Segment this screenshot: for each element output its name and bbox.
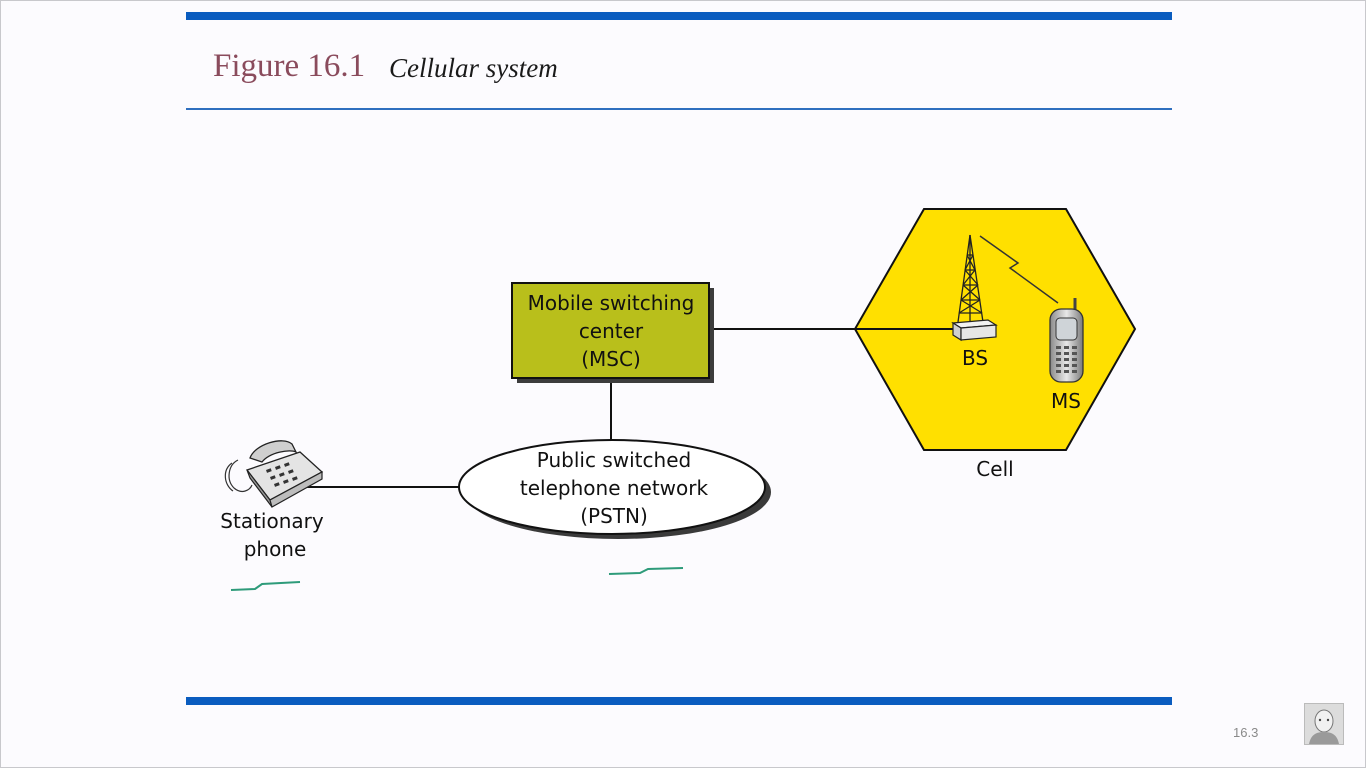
base-station-hut-icon [951, 319, 998, 342]
base-station-tower-icon [957, 234, 984, 323]
bottom-rule [186, 697, 1172, 705]
pstn-label-line1: Public switched [537, 448, 691, 472]
pstn-ellipse [458, 439, 766, 535]
pstn-label-line3: (PSTN) [580, 504, 648, 528]
presenter-avatar [1304, 703, 1344, 745]
stationary-phone-label-line1: Stationary [220, 509, 324, 533]
title-rule [186, 108, 1172, 110]
mobile-station-label: MS [1051, 389, 1081, 413]
figure-label: Figure 16.1 [213, 48, 366, 84]
msc-label-line2: center [579, 319, 644, 343]
cell-label: Cell [976, 457, 1013, 481]
annotation-underline-phone [230, 581, 301, 591]
msc-label-line3: (MSC) [581, 347, 641, 371]
mobile-phone-icon [1049, 298, 1084, 383]
pstn-label-line2: telephone network [520, 476, 709, 500]
stationary-phone-label-line2: phone [244, 537, 307, 561]
figure-caption: Cellular system [389, 53, 558, 83]
top-rule [186, 12, 1172, 20]
msc-box [511, 282, 710, 379]
radio-link-icon [979, 235, 1059, 304]
base-station-label: BS [962, 346, 988, 370]
annotation-underline-pstn [608, 567, 684, 575]
msc-label-line1: Mobile switching [528, 291, 695, 315]
stationary-phone-icon [224, 440, 324, 508]
page-number: 16.3 [1233, 725, 1259, 740]
